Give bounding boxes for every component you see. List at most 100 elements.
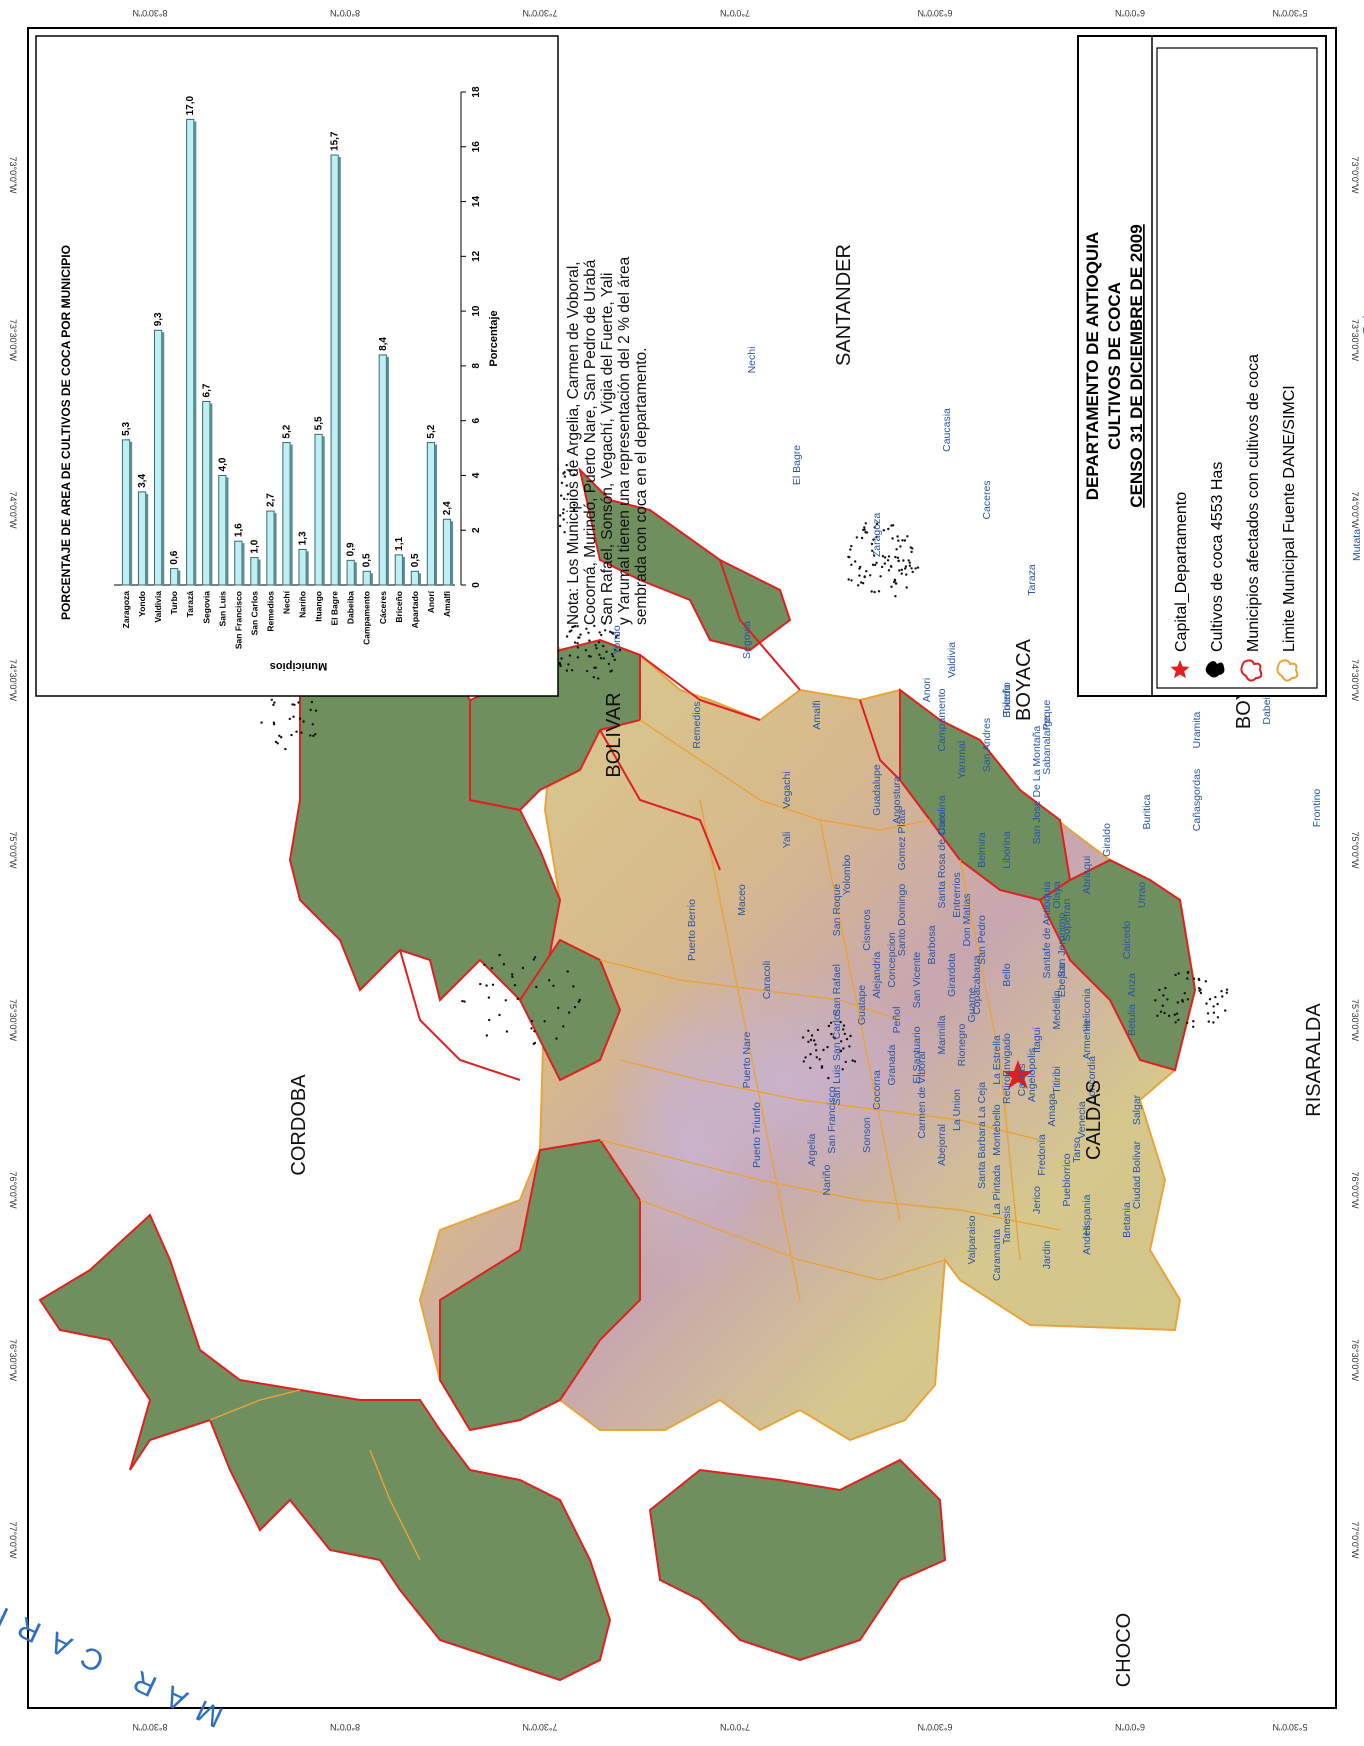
coca-dot [883,556,887,559]
coca-dot [618,648,622,652]
coca-dot [802,1060,805,1063]
coca-dot [614,648,617,652]
coca-dot [896,556,900,559]
coord-label-bottom: 6°30'0"N [917,1722,952,1732]
coca-dot [857,584,860,587]
coord-label-left: 75°0'0"W [8,831,18,869]
coca-dot [1181,999,1184,1002]
coca-dot [298,717,302,720]
coca-dot [610,653,614,656]
bar-shadow [129,441,133,585]
legend-title-line: CULTIVOS DE COCA [1105,282,1124,450]
coca-dot [614,636,618,639]
municipio-label: San Jeronimo [1056,912,1068,977]
coca-dot [1197,977,1201,981]
coca-dot [906,535,909,538]
coca-dot [882,529,885,532]
coca-dot [889,565,893,568]
coca-dot [562,1025,565,1028]
coca-dot [548,979,551,982]
coca-dot [602,644,605,648]
coca-dot [807,1040,810,1044]
municipio-label: Medellin [1051,990,1063,1029]
coca-dot [850,544,853,548]
coca-dot [902,559,905,562]
coca-dot [278,734,281,737]
coca-dot [815,1049,818,1052]
coca-dot [860,581,863,584]
coca-dot [1224,1009,1227,1012]
coca-dot [870,542,874,546]
coca-dot [1187,970,1190,974]
municipio-label: Remedios [691,701,703,748]
coca-dot [505,1030,509,1033]
coca-dot [584,649,588,652]
tick-label: 2 [471,527,482,533]
coord-label-bottom: 8°30'0"N [132,1722,167,1732]
coca-dot [874,563,877,567]
coca-dot [1212,1011,1216,1014]
coca-dot [840,1040,843,1043]
coord-label-right: 75°30'0"W [1350,999,1360,1042]
coca-dot [599,657,603,660]
neighbor-label: CALDAS [1083,1080,1105,1160]
coca-dot [616,634,619,637]
bar-value-label: 9,3 [153,312,164,326]
tick-label: 8 [471,363,482,369]
coca-dot [1214,995,1217,999]
coca-dot [887,527,890,531]
coca-dot [504,999,507,1002]
coca-dot [276,742,279,745]
coca-dot [1183,992,1186,995]
municipio-label: Campamento [936,688,948,751]
bar-value-label: 5,5 [314,416,325,430]
coca-dot [848,556,851,559]
municipio-label: Amalfi [811,700,823,729]
municipio-label: Angelopolis [1026,1048,1038,1102]
category-label: Remedios [265,591,275,632]
coca-dot [585,669,589,673]
coca-dot [869,574,872,577]
municipio-label: Taraza [1026,564,1038,596]
municipio-label: San Francisco [826,1086,838,1153]
coca-dot [521,966,525,970]
municipio-label: El Santuario [911,1026,923,1083]
category-label: Ituango [314,591,324,622]
coca-dot [555,1037,558,1040]
western-cordillera-relief [600,1010,780,1290]
municipio-label: Itagui [1031,1027,1043,1053]
coca-dot [875,535,878,539]
municipio-label: Marinilla [936,1015,948,1054]
coca-dot [864,531,867,534]
coca-dot [498,953,501,957]
coca-dot [573,641,577,644]
municipal-boundaries [209,719,1061,1561]
bar-value-label: 8,4 [378,337,389,351]
bar-shadow [322,436,325,585]
coca-dot [833,1037,837,1040]
coca-dot [576,656,580,659]
municipio-label: Caldas [1016,1064,1028,1097]
coca-dot [274,740,278,744]
coord-label-bottom: 7°30'0"N [522,1722,557,1732]
legend-title-line: DEPARTAMENTO DE ANTIOQUIA [1083,232,1102,501]
municipio-label: Granada [886,1044,898,1085]
bar-shadow [177,570,181,585]
municipio-label: Jardin [1041,1241,1053,1270]
municipio-label: Ciudad Bolivar [1131,1140,1143,1209]
coca-dot [272,703,275,707]
coca-dot [461,999,464,1003]
bar-value-label: 5,3 [121,421,132,435]
neighbor-label: BOY [1233,687,1255,729]
coca-dot [813,1039,816,1042]
tick-label: 14 [471,196,482,208]
coca-dot [592,676,595,679]
bar-value-label: 17,0 [185,95,196,115]
neighbor-label: CHOCO [1113,1613,1135,1687]
coca-dot [573,1005,577,1009]
bar-shadow [386,356,389,585]
municipio-label: Amaga [1046,1093,1058,1126]
category-label: Yondo [137,591,147,617]
coca-dot [1175,1012,1179,1015]
bar [346,559,355,586]
